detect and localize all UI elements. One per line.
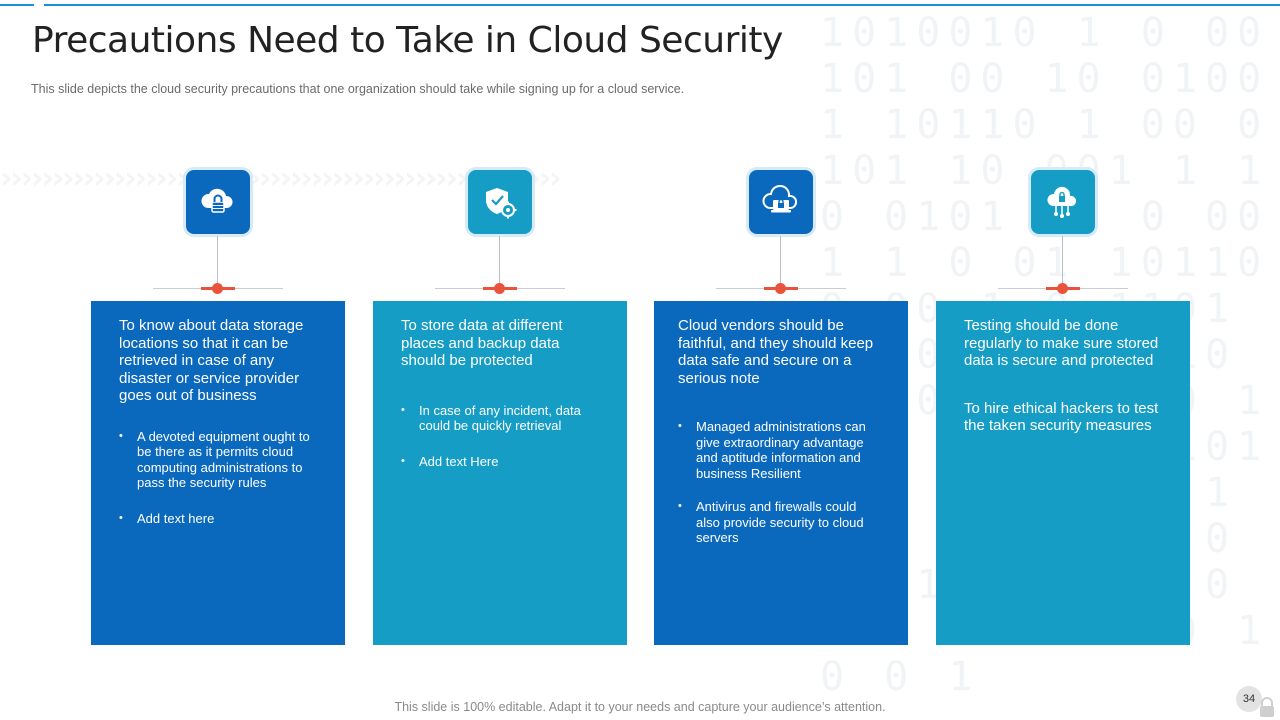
bullet-item: A devoted equipment ought to be there as… [119, 429, 317, 491]
card-text: To hire ethical hackers to test the take… [964, 399, 1159, 435]
connector-stem [499, 236, 500, 288]
bullet-item: Add text here [119, 511, 317, 527]
precaution-card: To know about data storage locations so … [91, 301, 345, 645]
card-bullet-list: Managed administrations can give extraor… [678, 419, 880, 546]
connector-dot [494, 283, 505, 294]
card-heading: Testing should be done regularly to make… [964, 317, 1159, 369]
card-bullet-list: In case of any incident, data could be q… [401, 403, 599, 470]
connector-stem [217, 236, 218, 288]
bullet-item: Add text Here [401, 454, 599, 470]
card-heading: To know about data storage locations so … [119, 317, 304, 404]
card-bullet-list: A devoted equipment ought to be there as… [119, 429, 317, 527]
page-title: Precautions Need to Take in Cloud Securi… [32, 20, 783, 61]
cloud-laptop-lock-icon [749, 170, 813, 234]
precaution-card: Cloud vendors should be faithful, and th… [654, 301, 908, 645]
connector-dot [212, 283, 223, 294]
cloud-lock-icon [186, 170, 250, 234]
background-chevron-pattern: ››››››››››››››››››››››››››››››››››››››››… [0, 161, 560, 196]
bullet-item: In case of any incident, data could be q… [401, 403, 599, 434]
top-rule [44, 4, 1280, 6]
cloud-network-lock-icon [1031, 170, 1095, 234]
shield-gear-icon [468, 170, 532, 234]
top-accent-line [0, 4, 34, 6]
card-heading: Cloud vendors should be faithful, and th… [678, 317, 874, 387]
precaution-card: To store data at different places and ba… [373, 301, 627, 645]
page-number: 34 [1236, 686, 1262, 712]
lock-icon [1260, 697, 1274, 717]
connector-stem [1062, 236, 1063, 288]
connector-dot [1057, 283, 1068, 294]
page-subtitle: This slide depicts the cloud security pr… [31, 82, 685, 96]
precaution-card: Testing should be done regularly to make… [936, 301, 1190, 645]
bullet-item: Antivirus and firewalls could also provi… [678, 499, 880, 546]
card-heading: To store data at different places and ba… [401, 317, 563, 369]
connector-stem [780, 236, 781, 288]
connector-dot [775, 283, 786, 294]
footer-note: This slide is 100% editable. Adapt it to… [394, 700, 886, 714]
bullet-item: Managed administrations can give extraor… [678, 419, 880, 481]
